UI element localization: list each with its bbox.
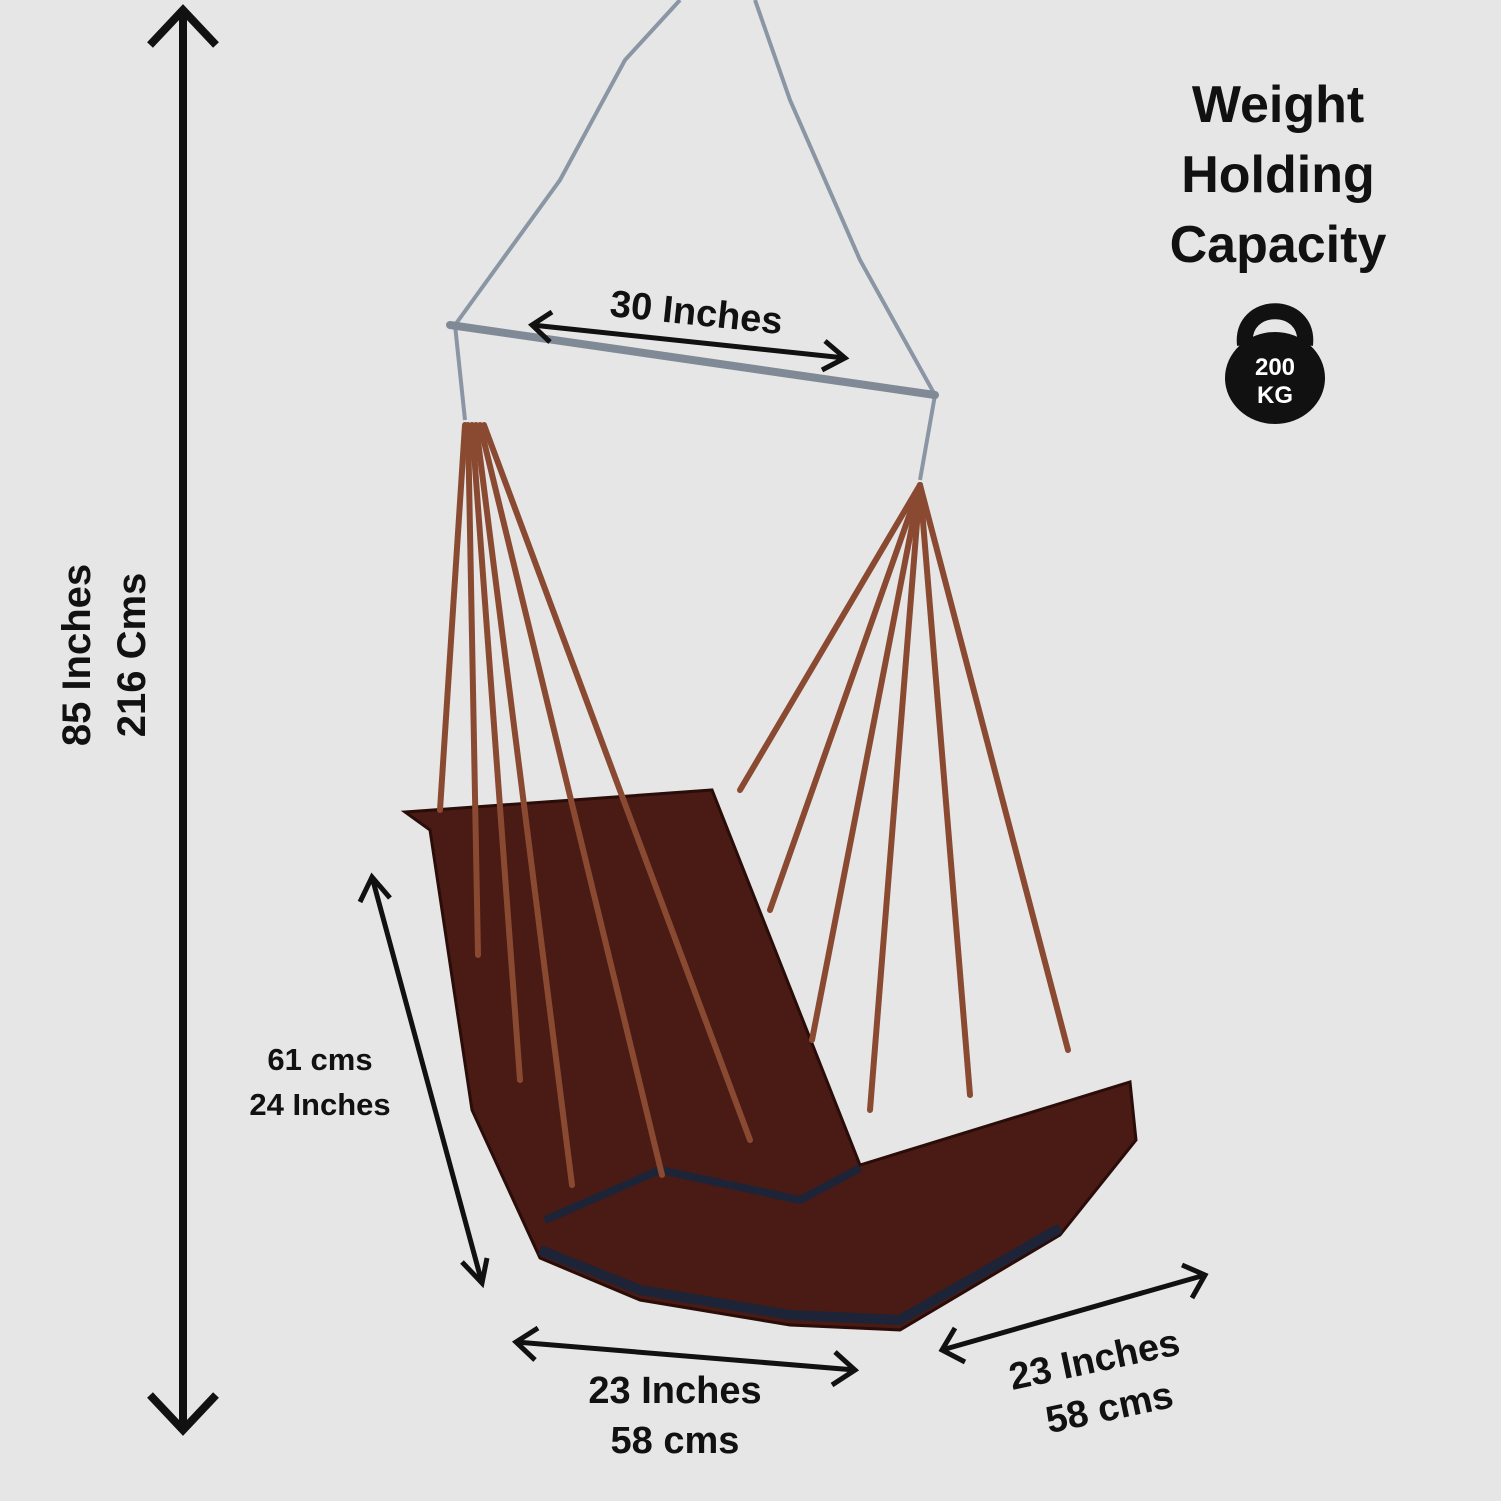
- height-arrowheads: [147, 4, 219, 1436]
- ropes: [437, 422, 1071, 1188]
- seat-width-inches-label: 23 Inches: [588, 1370, 761, 1412]
- capacity-title-line2: Holding: [1181, 146, 1375, 204]
- spreader-bar: [446, 321, 939, 399]
- seat-binding: [538, 1223, 1063, 1326]
- seat-width-arrowheads: [511, 1325, 860, 1388]
- back-height-arrowheads: [357, 872, 490, 1289]
- hanging-chains: [453, 0, 937, 481]
- capacity-unit: KG: [1257, 382, 1293, 409]
- seat-binding-inner: [543, 1164, 862, 1224]
- seat-cushion: [400, 788, 1138, 1332]
- capacity-title-line3: Capacity: [1170, 216, 1387, 274]
- seat-depth-arrowheads: [938, 1262, 1209, 1365]
- capacity-value: 200: [1255, 354, 1295, 381]
- height-cms-label: 216 Cms: [110, 573, 154, 738]
- kettlebell-icon: 200 KG: [1225, 303, 1325, 424]
- bar-width-arrow: [531, 322, 846, 361]
- capacity-title-line1: Weight: [1192, 76, 1364, 134]
- back-height-inches-label: 24 Inches: [249, 1087, 390, 1122]
- seat-width-arrow: [515, 1339, 856, 1373]
- back-height-cms-label: 61 cms: [267, 1042, 372, 1077]
- height-inches-label: 85 Inches: [55, 564, 99, 746]
- bar-width-arrowheads: [527, 309, 850, 373]
- seat-width-cms-label: 58 cms: [611, 1420, 740, 1462]
- seat-depth-arrow: [941, 1272, 1206, 1353]
- back-height-arrow: [369, 876, 485, 1284]
